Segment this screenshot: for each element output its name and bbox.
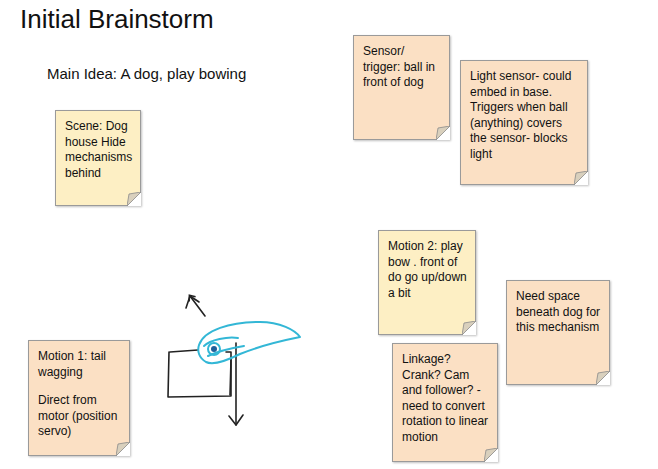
folded-corner (116, 442, 130, 456)
folded-corner (484, 448, 498, 462)
note-text: Light sensor- could embed in base. Trigg… (470, 69, 579, 163)
sticky-note: Motion 2: play bow . front of do go up/d… (378, 230, 476, 335)
note-text: Scene: Dog house Hide mechanisms behind (65, 119, 132, 181)
sticky-note: Scene: Dog house Hide mechanisms behind (55, 110, 141, 206)
folded-corner (127, 192, 141, 206)
main-idea-label: Main Idea: A dog, play bowing (47, 65, 246, 82)
sticky-note: Light sensor- could embed in base. Trigg… (460, 60, 588, 185)
folded-corner (596, 371, 610, 385)
note-text: Need space beneath dog for this mechanis… (516, 289, 601, 336)
sticky-note: Linkage? Crank? Cam and follower? - need… (392, 343, 498, 462)
sticky-note: Sensor/ trigger: ball in front of dog (353, 35, 450, 140)
folded-corner (574, 171, 588, 185)
note-text: Sensor/ trigger: ball in front of dog (363, 44, 441, 91)
sticky-note: Need space beneath dog for this mechanis… (506, 280, 610, 385)
page-title: Initial Brainstorm (20, 4, 214, 35)
note-text: Linkage? Crank? Cam and follower? - need… (402, 352, 489, 446)
sticky-note: Motion 1: tail waggingDirect from motor … (28, 340, 130, 456)
folded-corner (436, 126, 450, 140)
folded-corner (462, 321, 476, 335)
note-text: Motion 1: tail wagging (38, 349, 121, 380)
note-text: Motion 2: play bow . front of do go up/d… (388, 239, 467, 301)
note-text: Direct from motor (position servo) (38, 393, 121, 440)
